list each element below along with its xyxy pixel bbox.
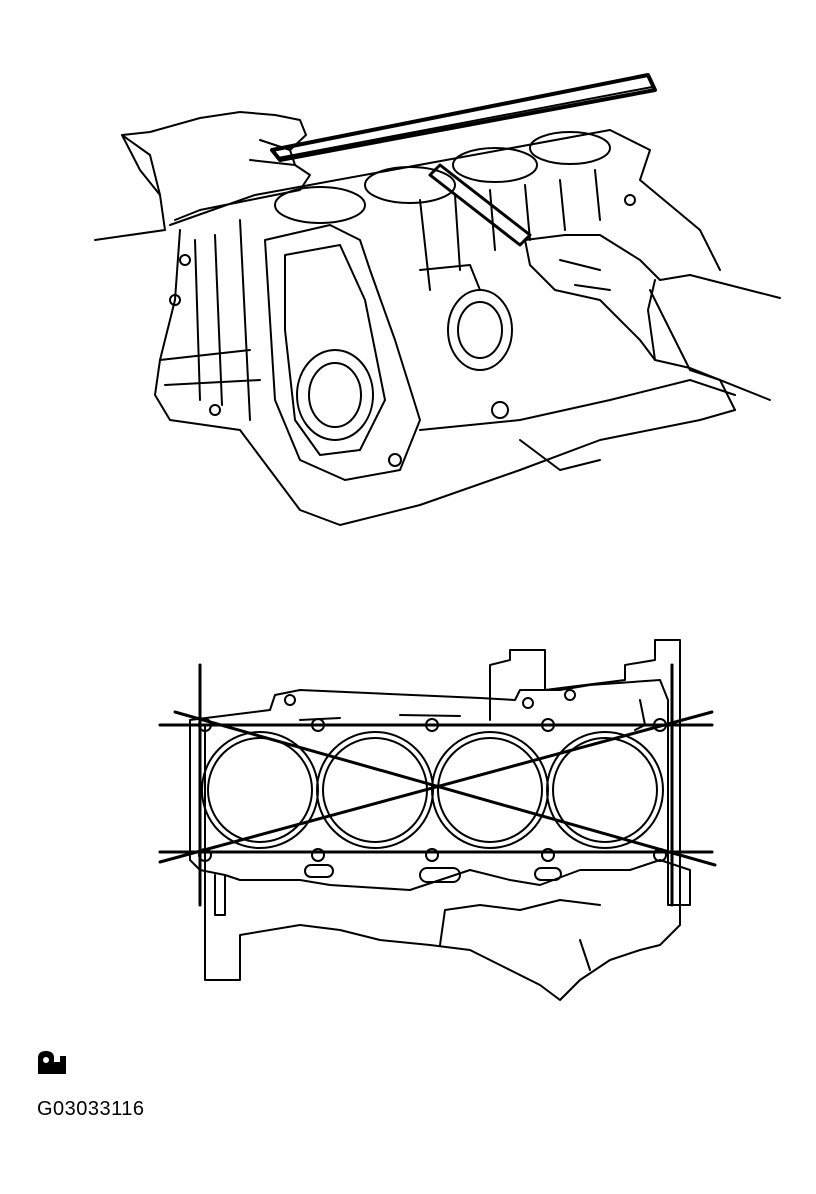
engine-block-perspective [154,129,736,526]
figure-id: G03033116 [37,1098,145,1120]
right-hand [524,234,781,401]
service-manual-logo-icon [36,1048,68,1076]
feeler-gauge-icon [428,163,532,247]
engine-block-top-view [189,639,691,1001]
left-hand [94,111,311,241]
straightedge-measurement-lines [158,663,717,907]
straightedge-icon [270,73,657,162]
